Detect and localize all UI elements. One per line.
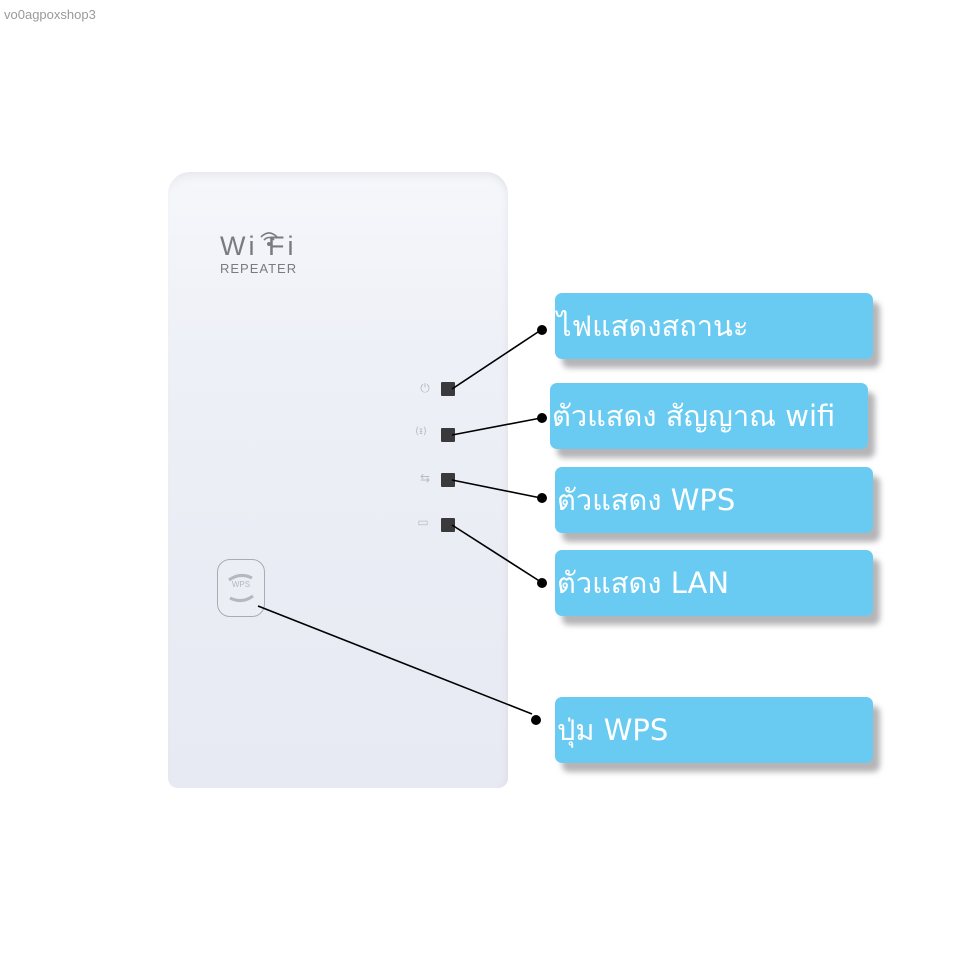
power-icon: ⏻ <box>420 381 430 395</box>
callout-lan-indicator-label: ตัวแสดง LAN <box>557 566 730 600</box>
wps-button[interactable]: WPS <box>217 559 265 617</box>
callout-wps-indicator-label: ตัวแสดง WPS <box>557 483 736 517</box>
watermark: vo0agpoxshop3 <box>4 7 96 22</box>
callout-wps-indicator: ตัวแสดง WPS <box>555 467 873 533</box>
lan-led <box>441 518 455 532</box>
wps-rotate-icon <box>228 573 254 603</box>
logo-repeater-text: REPEATER <box>220 261 298 276</box>
status-led <box>441 382 455 396</box>
wps-led <box>441 473 455 487</box>
callout-wps-button: ปุ่ม WPS <box>555 697 873 763</box>
callout-status-light-label: ไฟแสดงสถานะ <box>557 309 749 343</box>
wps-button-label: WPS <box>231 580 251 589</box>
callout-wifi-signal-label: ตัวแสดง สัญญาณ wifi <box>552 399 836 433</box>
lan-port-icon: ▭ <box>417 515 429 529</box>
wifi-signal-led <box>441 428 455 442</box>
wps-arrows-icon: ⇆ <box>419 471 431 485</box>
callout-wps-button-label: ปุ่ม WPS <box>557 713 669 747</box>
callout-status-light: ไฟแสดงสถานะ <box>555 293 873 359</box>
wifi-signal-icon <box>260 232 278 246</box>
logo-wifi-text: Wi Fi <box>220 231 297 261</box>
wifi-logo: Wi Fi REPEATER <box>220 232 297 276</box>
callout-lan-indicator: ตัวแสดง LAN <box>555 550 873 616</box>
callout-wifi-signal: ตัวแสดง สัญญาณ wifi <box>550 383 868 449</box>
antenna-signal-icon: (ᵻ) <box>415 426 427 437</box>
